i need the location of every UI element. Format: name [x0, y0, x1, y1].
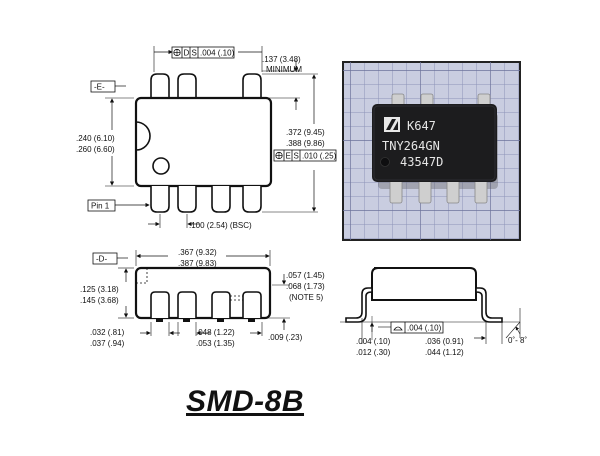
chip-photo: K647 TNY264GN 43547D [342, 61, 521, 241]
end-view: .004 (.10) .004 (.10) .012 (.30) .036 (0… [340, 267, 527, 357]
pin1-dot [152, 157, 170, 175]
note-5: (NOTE 5) [289, 293, 324, 302]
tolerance-right: .010 (.25) [302, 152, 337, 161]
body-width-1: .240 (6.10) [76, 134, 115, 143]
lead-length-2: .388 (9.86) [286, 139, 325, 148]
pin1-label: Pin 1 [91, 202, 110, 211]
flatness-tol: .004 (.10) [407, 324, 442, 333]
datum-d-label: D [184, 49, 190, 58]
lead-foot-end-1: .036 (0.91) [425, 337, 464, 346]
lead-thickness: .009 (.23) [268, 333, 303, 342]
lead-rise-2: .068 (1.73) [286, 282, 325, 291]
body-width-2: .260 (6.60) [76, 145, 115, 154]
side-length-1: .367 (9.32) [178, 248, 217, 257]
side-length-2: .387 (9.83) [178, 259, 217, 268]
minimum-label: MINIMUM [266, 65, 302, 74]
lead-rise-1: .057 (1.45) [286, 271, 325, 280]
lead-foot-2: .053 (1.35) [196, 339, 235, 348]
top-view: D S .004 (.10) .137 (3.48) MINIMUM -E- .… [76, 46, 337, 230]
package-body-top [134, 96, 273, 188]
datum-e-ref: E [286, 152, 291, 161]
lead-width-2: .037 (.94) [90, 339, 125, 348]
side-leads [150, 291, 262, 318]
marking-line-1: K647 [407, 119, 436, 133]
lead-foot-1: .048 (1.22) [196, 328, 235, 337]
package-title: SMD-8B [186, 385, 305, 418]
datum-s-label: S [192, 49, 197, 58]
manufacturer-logo [384, 117, 400, 132]
standoff-1: .004 (.10) [356, 337, 391, 346]
pin-pitch: .100 (2.54) (BSC) [189, 221, 252, 230]
side-view: -D- .367 (9.32) .387 (9.83) [80, 248, 325, 348]
lead-width-1: .032 (.81) [90, 328, 125, 337]
top-lower-leads [150, 186, 262, 213]
datum-e-label: -E- [94, 83, 105, 92]
side-height-2: .145 (3.68) [80, 296, 119, 305]
marking-line-2: TNY264GN [382, 139, 440, 153]
top-upper-leads [150, 73, 262, 98]
side-height-1: .125 (3.18) [80, 285, 119, 294]
lead-length-1: .372 (9.45) [286, 128, 325, 137]
lead-foot-end-2: .044 (1.12) [425, 348, 464, 357]
marking-line-3: 43547D [400, 155, 443, 169]
lead-angle: 0˚- 8˚ [508, 336, 527, 345]
datum-d-side: -D- [96, 255, 107, 264]
standoff-2: .012 (.30) [356, 348, 391, 357]
datum-s-ref: S [294, 152, 299, 161]
tolerance-top: .004 (.10) [200, 49, 235, 58]
lead-spacing-min: .137 (3.48) [262, 55, 301, 64]
